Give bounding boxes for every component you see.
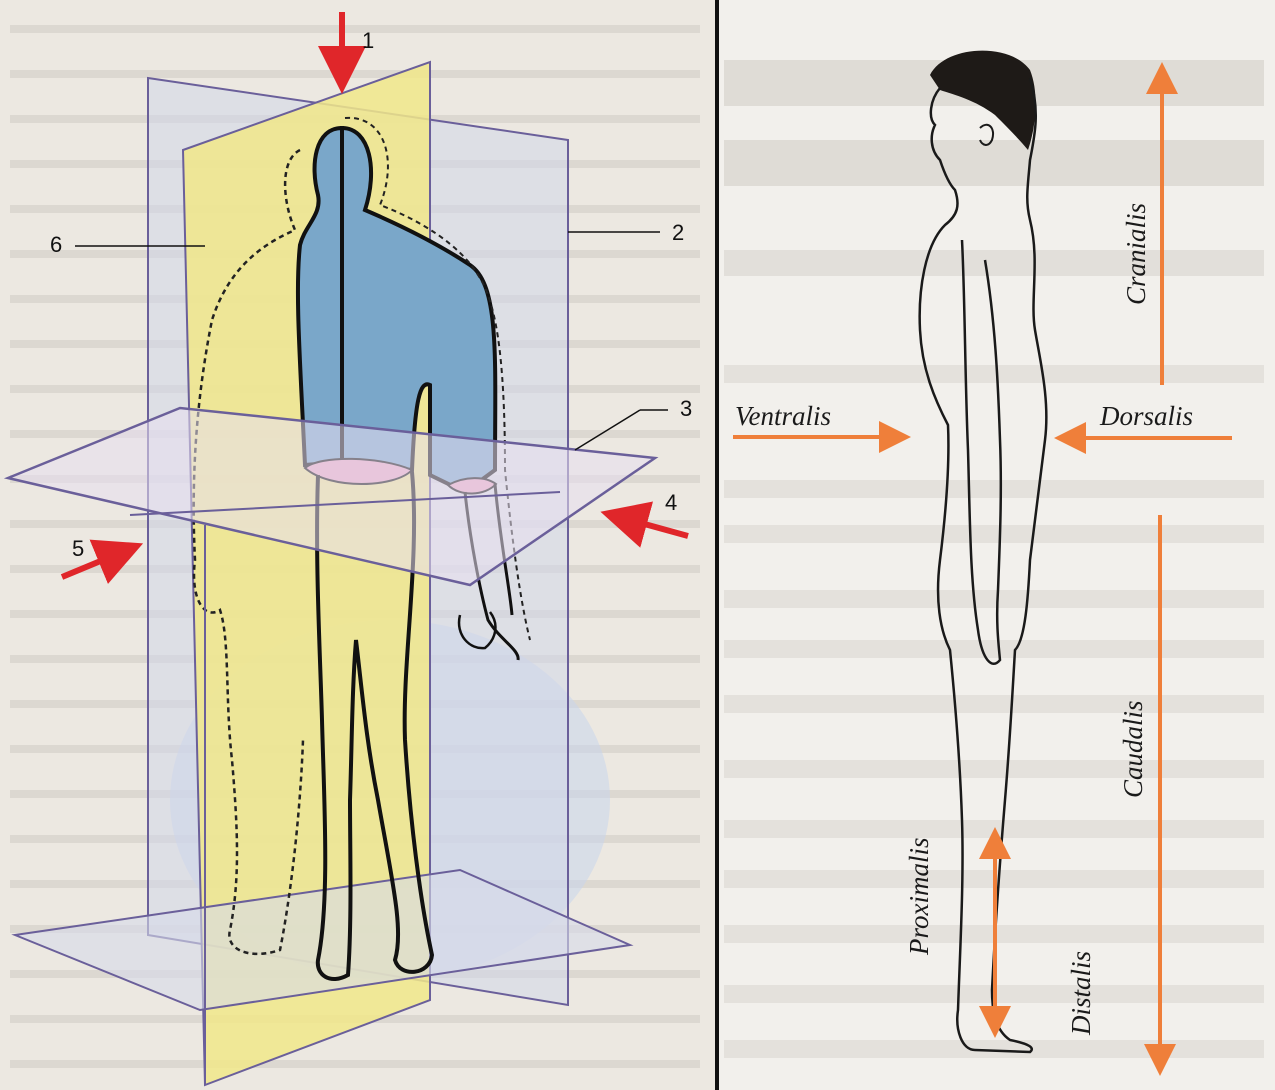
directions-figure: Ventralis Dorsalis Cranialis Caudalis Pr…	[719, 0, 1275, 1090]
label-ventralis: Ventralis	[735, 401, 831, 431]
label-6: 6	[50, 232, 62, 257]
planes-figure: 1 2 3 4 5 6	[0, 0, 717, 1090]
label-distalis: Distalis	[1066, 951, 1096, 1036]
label-5: 5	[72, 536, 84, 561]
panel-divider	[715, 0, 719, 1090]
label-4: 4	[665, 490, 677, 515]
label-proximalis: Proximalis	[904, 838, 934, 957]
label-1: 1	[362, 28, 374, 53]
label-2: 2	[672, 220, 684, 245]
label-cranialis: Cranialis	[1121, 203, 1151, 305]
label-dorsalis: Dorsalis	[1099, 401, 1193, 431]
label-3: 3	[680, 396, 692, 421]
label-caudalis: Caudalis	[1118, 700, 1148, 798]
